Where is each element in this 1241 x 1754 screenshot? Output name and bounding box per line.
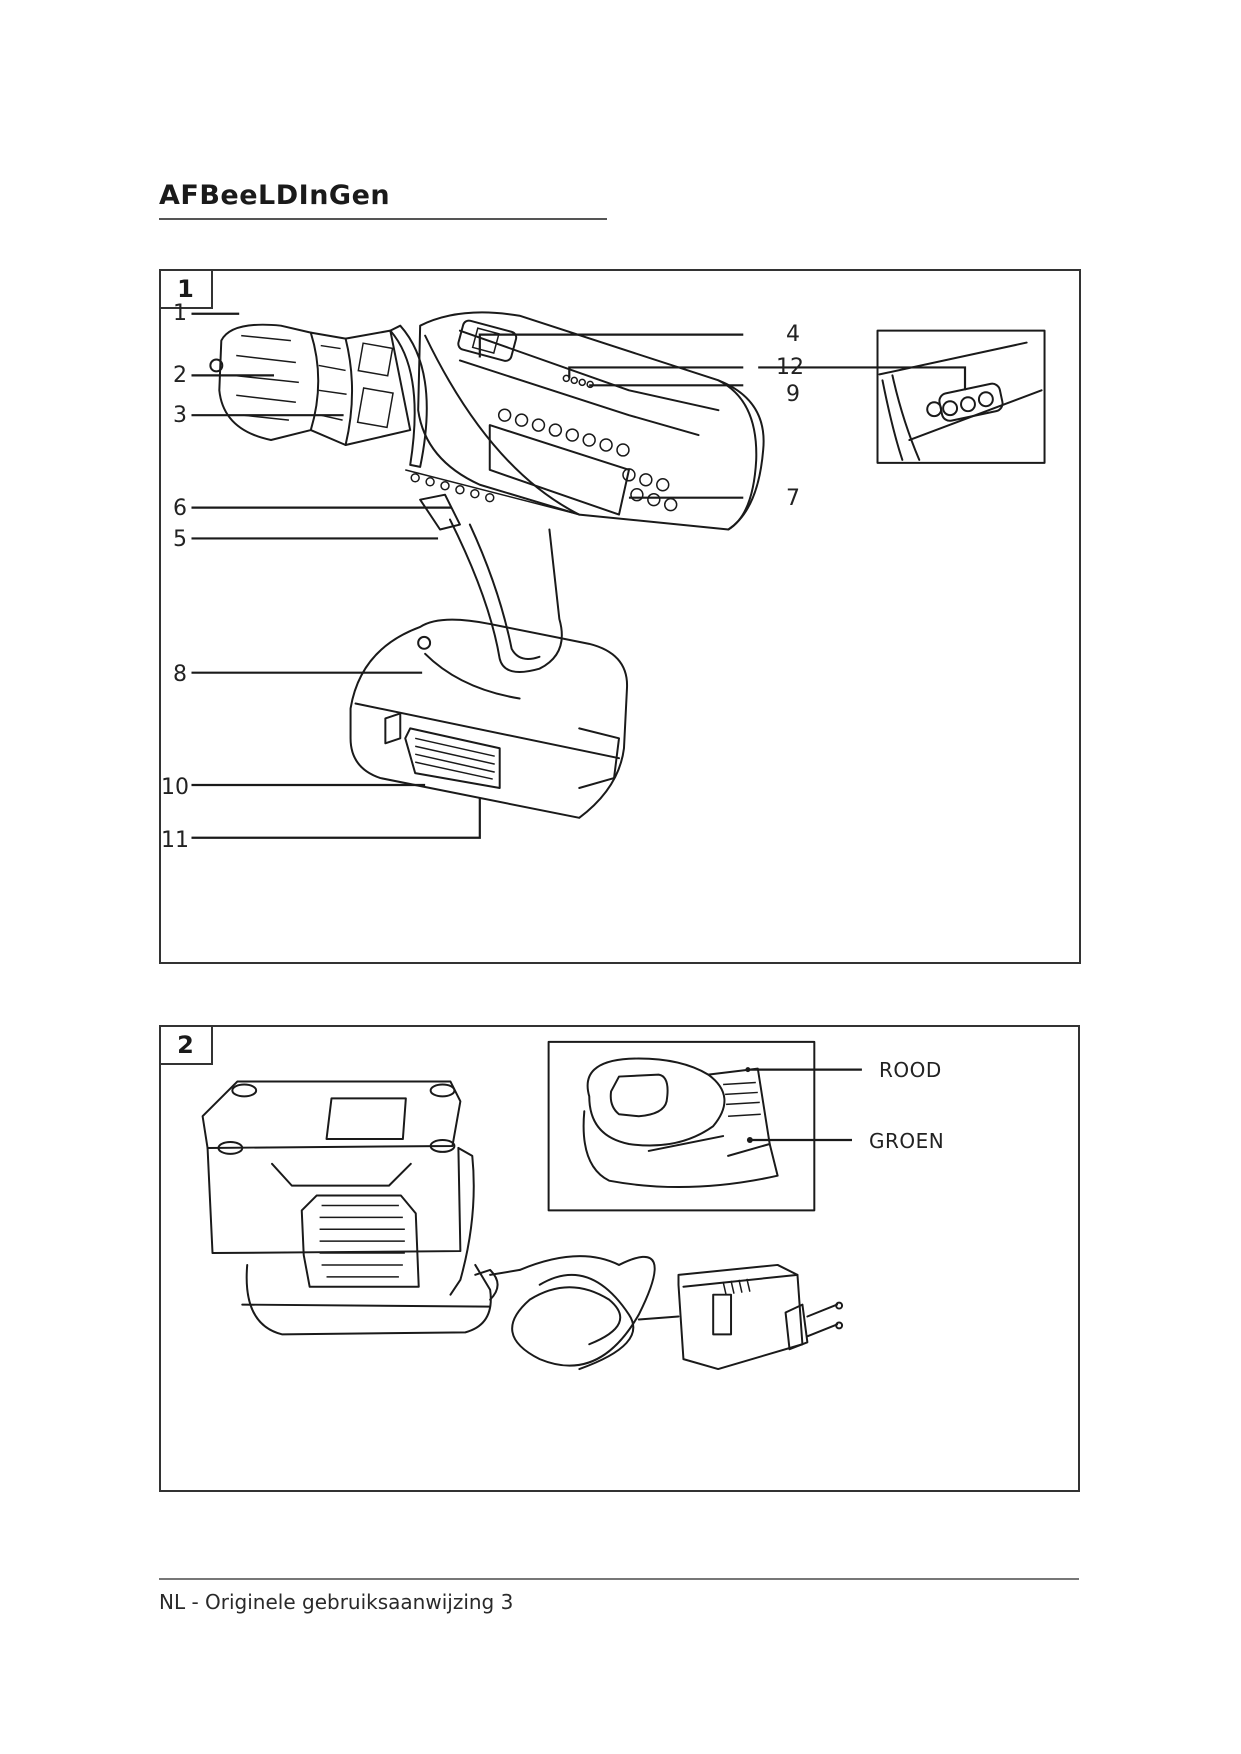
figure-1: 1 bbox=[158, 268, 1081, 964]
callout-8: 8 bbox=[173, 662, 187, 687]
drill-body-drawing bbox=[405, 311, 765, 531]
page-footer: NL - Originele gebruiksaanwijzing 3 bbox=[159, 1590, 514, 1614]
callout-9: 9 bbox=[786, 382, 800, 407]
callout-6: 6 bbox=[173, 496, 187, 521]
callout-3: 3 bbox=[173, 403, 187, 428]
led-indicator-inset bbox=[876, 329, 1046, 464]
callout-2: 2 bbox=[173, 363, 187, 388]
page-heading: AFBeeLDInGen bbox=[159, 180, 391, 211]
callout-12: 12 bbox=[776, 355, 804, 380]
heading-divider bbox=[159, 218, 607, 220]
label-green-led: GROEN bbox=[869, 1129, 945, 1153]
chuck-drawing bbox=[209, 323, 428, 468]
handle-drawing bbox=[419, 493, 563, 673]
callout-5: 5 bbox=[173, 527, 187, 552]
charger-illustration bbox=[201, 1040, 862, 1371]
callout-1: 1 bbox=[173, 301, 187, 326]
battery-on-charger-drawing bbox=[201, 1080, 499, 1336]
drill-illustration bbox=[191, 311, 1046, 839]
charger-led-inset bbox=[547, 1040, 816, 1212]
inset-leaders bbox=[749, 1068, 862, 1142]
adapter-and-cable-drawing bbox=[489, 1255, 844, 1371]
callout-leaders bbox=[191, 312, 967, 839]
figure-2: 2 bbox=[158, 1024, 1080, 1492]
battery-pack-drawing bbox=[349, 618, 628, 819]
callout-10: 10 bbox=[161, 775, 189, 800]
callout-4: 4 bbox=[786, 322, 800, 347]
footer-divider bbox=[159, 1578, 1079, 1580]
callout-7: 7 bbox=[786, 486, 800, 511]
label-red-led: ROOD bbox=[879, 1058, 942, 1082]
figure-1-number: 1 bbox=[158, 268, 213, 309]
callout-11: 11 bbox=[161, 828, 189, 853]
figure-2-number: 2 bbox=[158, 1024, 213, 1065]
